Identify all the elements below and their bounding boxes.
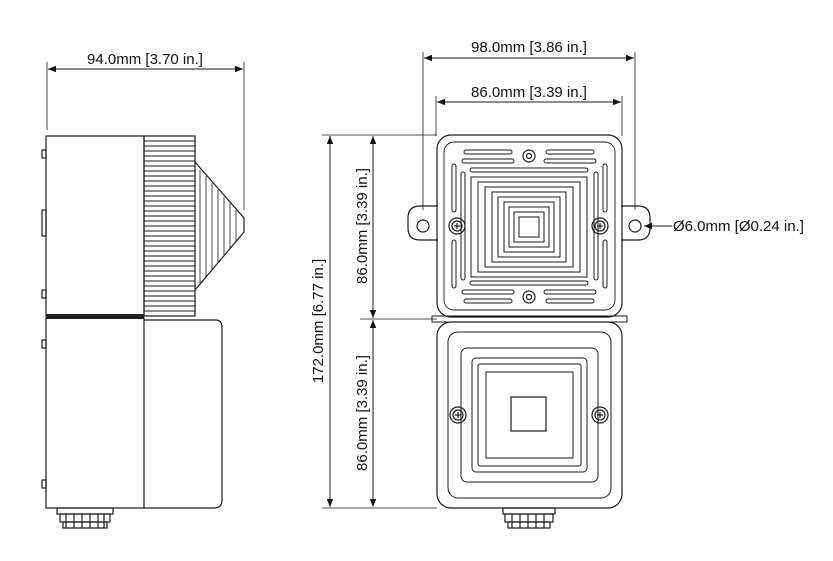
side-horn (194, 161, 245, 291)
front-view (322, 52, 672, 529)
top-grille-slots (461, 149, 597, 173)
bottom-grille-slots (461, 280, 597, 304)
body-width-label: 86.0mm [3.39 in.] (471, 84, 587, 101)
led-window (510, 396, 547, 432)
side-view (41, 62, 245, 529)
left-mounting-hole (416, 219, 430, 233)
lower-right-screw-icon (591, 406, 609, 424)
side-width-label: 94.0mm [3.70 in.] (87, 51, 203, 68)
side-upper-housing (45, 135, 145, 317)
side-grille-slots (451, 163, 608, 289)
front-upper-housing (436, 134, 623, 318)
front-cable-gland (502, 507, 556, 529)
total-height-label: 172.0mm [6.77 in.] (310, 259, 327, 383)
upper-height-label: 86.0mm [3.39 in.] (354, 168, 371, 284)
left-mounting-ear (407, 205, 438, 241)
upper-right-screw-icon (591, 217, 609, 235)
lower-left-screw-icon (449, 406, 467, 424)
right-mounting-hole (628, 219, 642, 233)
side-lower-housing-back (45, 317, 145, 509)
bottom-screw-icon (522, 290, 536, 304)
side-lower-housing-front (144, 319, 223, 509)
lower-height-label: 86.0mm [3.39 in.] (354, 355, 371, 471)
horn-concentric-squares (470, 176, 588, 278)
overall-width-label: 98.0mm [3.86 in.] (471, 39, 587, 56)
top-screw-icon (522, 149, 536, 163)
side-fins (144, 140, 195, 312)
upper-left-screw-icon (448, 217, 466, 235)
front-lower-housing (436, 321, 623, 509)
hole-diameter-label: Ø6.0mm [Ø0.24 in.] (673, 218, 804, 235)
right-mounting-ear (621, 205, 651, 241)
side-cable-gland (56, 507, 114, 529)
